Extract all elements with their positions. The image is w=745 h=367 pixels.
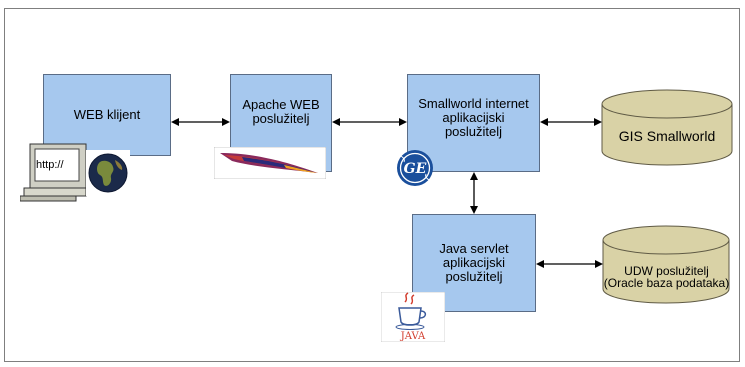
computer-icon	[20, 143, 87, 202]
ge-logo-text: GE	[404, 161, 427, 177]
web-client-label: WEB klijent	[73, 107, 141, 122]
globe-icon	[86, 150, 130, 196]
java-label: Java servlet aplikacijski poslužitelj	[439, 241, 509, 284]
computer-screen-text: http://	[36, 159, 64, 171]
udw-label: UDW poslužitelj (Oracle baza podataka)	[603, 264, 730, 290]
diagram-frame	[4, 8, 740, 362]
smallworld-box: Smallworld internet aplikacijski posluži…	[407, 74, 540, 172]
apache-feather-icon	[214, 147, 326, 179]
ge-logo-icon: GE	[397, 150, 433, 186]
gis-database-cylinder	[601, 89, 733, 166]
gis-label: GIS Smallworld	[618, 128, 716, 144]
smallworld-label: Smallworld internet aplikacijski posluži…	[418, 96, 529, 139]
udw-database-cylinder	[602, 225, 730, 304]
apache-label: Apache WEB poslužitelj	[242, 97, 320, 126]
java-logo-icon: JAVA	[381, 292, 445, 342]
java-logo-text: JAVA	[400, 331, 426, 342]
